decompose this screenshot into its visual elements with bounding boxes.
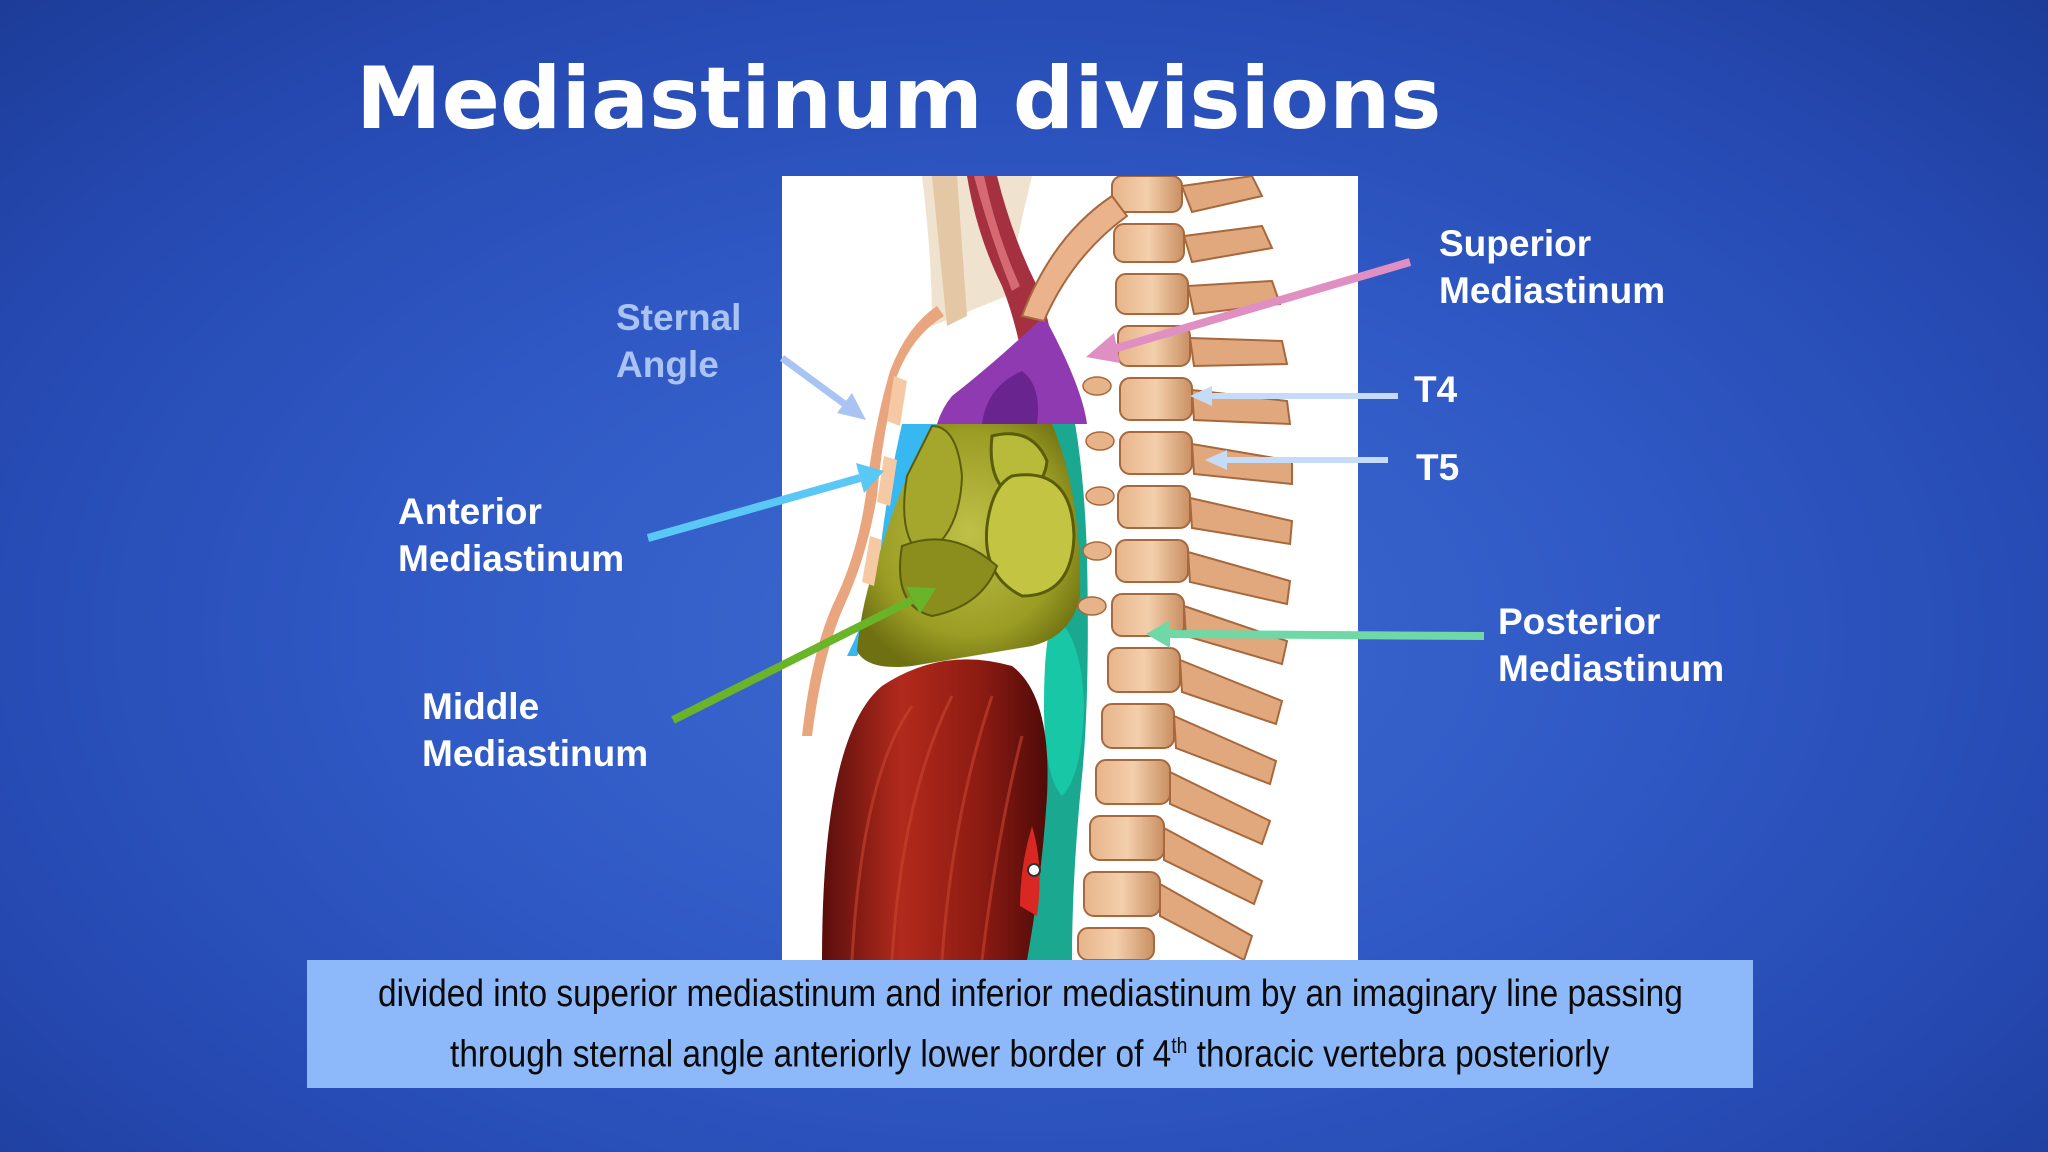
anterior-label-line2: Mediastinum xyxy=(398,538,625,579)
caption-line-2-after: thoracic vertebra posteriorly xyxy=(1187,1033,1610,1076)
posterior-label-line2: Mediastinum xyxy=(1498,648,1725,689)
middle-label-line1: Middle xyxy=(422,686,540,727)
caption-ordinal-suffix: th xyxy=(1171,1032,1188,1058)
anterior-label-line1: Anterior xyxy=(398,491,542,532)
middle-mediastinum-arrow xyxy=(671,587,936,724)
t5-label: T5 xyxy=(1416,447,1460,488)
posterior-label-line1: Posterior xyxy=(1498,601,1661,642)
caption-line-1: divided into superior mediastinum and in… xyxy=(377,972,1683,1015)
posterior-mediastinum-arrow xyxy=(1146,620,1485,648)
t4-label: T4 xyxy=(1414,369,1458,410)
slide-title: Mediastinum divisions xyxy=(356,49,1442,149)
posterior-mediastinum-label: Posterior Mediastinum xyxy=(1498,598,1724,692)
t5-arrow xyxy=(1205,450,1388,470)
caption-line-2: through sternal angle anteriorly lower b… xyxy=(450,1020,1609,1081)
t4-arrow xyxy=(1190,386,1398,406)
sternal-label-line2: Angle xyxy=(616,344,719,385)
sternal-angle-label: Sternal Angle xyxy=(616,294,741,388)
caption-box: divided into superior mediastinum and in… xyxy=(307,960,1753,1088)
middle-label-line2: Mediastinum xyxy=(422,733,649,774)
superior-label-line1: Superior xyxy=(1439,223,1592,264)
superior-label-line2: Mediastinum xyxy=(1439,270,1666,311)
sternal-angle-arrow xyxy=(779,355,866,420)
anterior-mediastinum-arrow xyxy=(646,463,884,542)
anterior-mediastinum-label: Anterior Mediastinum xyxy=(398,488,624,582)
caption-line-2-before: through sternal angle anteriorly lower b… xyxy=(450,1033,1172,1076)
middle-mediastinum-label: Middle Mediastinum xyxy=(422,683,648,777)
superior-mediastinum-arrow xyxy=(1086,258,1412,363)
sternal-label-line1: Sternal xyxy=(616,297,742,338)
superior-mediastinum-label: Superior Mediastinum xyxy=(1439,220,1665,314)
